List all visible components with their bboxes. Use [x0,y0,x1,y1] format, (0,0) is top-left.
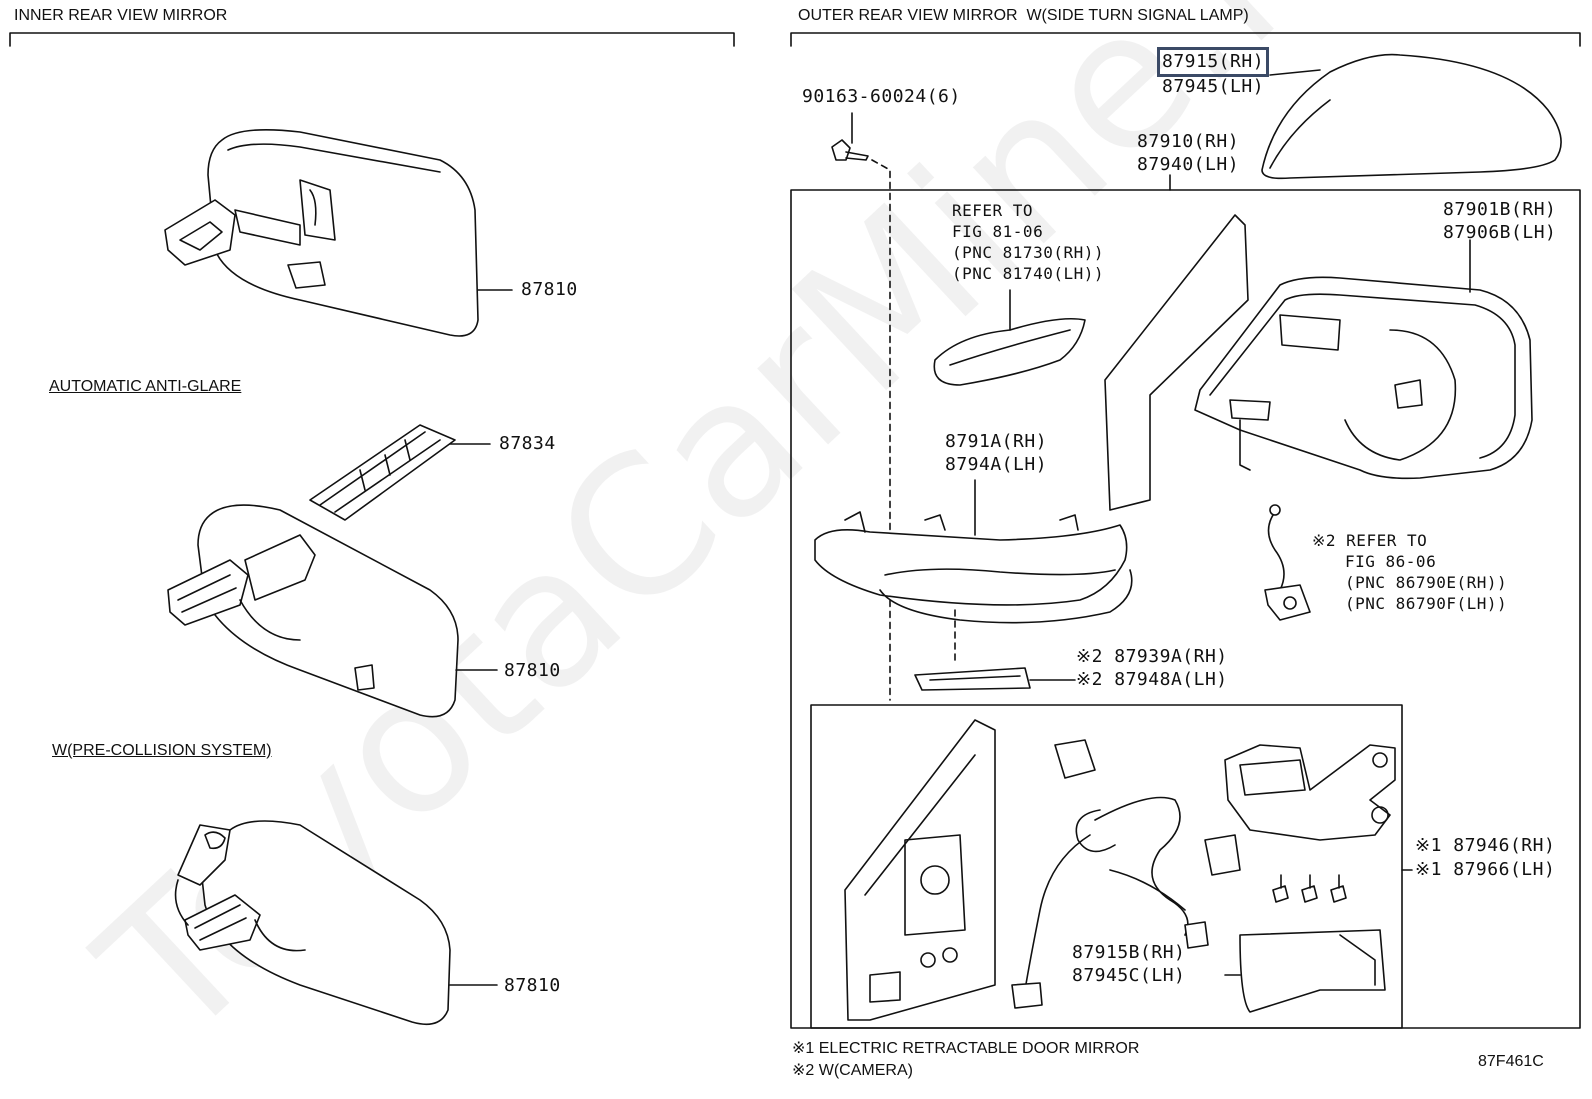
camera-harness-illustration [1264,504,1311,621]
part-8791a-rh-label[interactable]: 8791A(RH) [945,431,1048,452]
footnote-2: ※2 W(CAMERA) [792,1062,913,1079]
part-8794a-lh-label[interactable]: 8794A(LH) [945,454,1048,475]
part-87915-rh-label[interactable]: 87915(RH) [1156,47,1270,77]
lamp-cover-illustration [814,479,1133,661]
inner-mirror-2-illustration [167,504,498,718]
refer-fig-86-line2[interactable]: FIG 86-06 [1345,552,1437,571]
part-87915b-rh-label[interactable]: 87915B(RH) [1072,942,1186,963]
bracket-87834-illustration [309,424,491,521]
part-87810-label[interactable]: 87810 [504,975,561,996]
lower-cover-illustration [1224,929,1386,1013]
refer-fig-86-line3: (PNC 86790E(RH)) [1345,573,1508,592]
part-87901b-rh-label[interactable]: 87901B(RH) [1443,199,1557,220]
part-87940-lh-label[interactable]: 87940(LH) [1137,154,1240,175]
outer-section-bracket [790,32,1581,47]
bolt-illustration [831,112,891,701]
wire-harness-illustration [1011,739,1241,1009]
outer-mirror-section-title: OUTER REAR VIEW MIRROR W(SIDE TURN SIGNA… [798,7,1249,24]
refer-fig-81-line2[interactable]: FIG 81-06 [952,222,1044,241]
inner-section-bracket [9,32,735,47]
part-87945c-lh-label[interactable]: 87945C(LH) [1072,965,1186,986]
inner-mirror-3-illustration [174,820,498,1026]
part-87946-rh-label[interactable]: ※1 87946(RH) [1415,835,1556,856]
refer-fig-86-line4: (PNC 86790F(LH)) [1345,594,1508,613]
camera-illustration [914,667,1076,691]
inner-mirror-section-title: INNER REAR VIEW MIRROR [14,7,228,24]
part-87939a-rh-label[interactable]: ※2 87939A(RH) [1076,646,1228,667]
mirror-base-illustration [844,719,996,1021]
mirror-cover-illustration [1261,53,1562,180]
refer-fig-86-line1: ※2 REFER TO [1312,531,1428,550]
retractor-motor-illustration [1224,744,1396,841]
screws-illustration [1272,874,1347,903]
part-87945-lh-label[interactable]: 87945(LH) [1162,76,1265,97]
part-87966-lh-label[interactable]: ※1 87966(LH) [1415,859,1556,880]
pre-collision-subtitle: W(PRE-COLLISION SYSTEM) [52,742,272,759]
part-87810-label[interactable]: 87810 [521,279,578,300]
part-87810-label[interactable]: 87810 [504,660,561,681]
inner-mirror-1-illustration [164,128,513,337]
retractor-subframe [810,704,1413,1029]
part-87906b-lh-label[interactable]: 87906B(LH) [1443,222,1557,243]
mirror-housing-illustration [1194,239,1533,480]
refer-fig-81-line4: (PNC 81740(LH)) [952,264,1104,283]
turn-signal-lamp-illustration [933,289,1086,386]
figure-code: 87F461C [1478,1053,1544,1070]
mirror-glass-illustration [1104,214,1249,511]
refer-fig-81-line1: REFER TO [952,201,1034,220]
part-90163-label[interactable]: 90163-60024(6) [802,86,961,107]
part-87948a-lh-label[interactable]: ※2 87948A(LH) [1076,669,1228,690]
auto-antiglare-subtitle: AUTOMATIC ANTI-GLARE [49,378,242,395]
footnote-1: ※1 ELECTRIC RETRACTABLE DOOR MIRROR [792,1040,1140,1057]
part-87910-rh-label[interactable]: 87910(RH) [1137,131,1240,152]
refer-fig-81-line3: (PNC 81730(RH)) [952,243,1104,262]
part-87834-label[interactable]: 87834 [499,433,556,454]
